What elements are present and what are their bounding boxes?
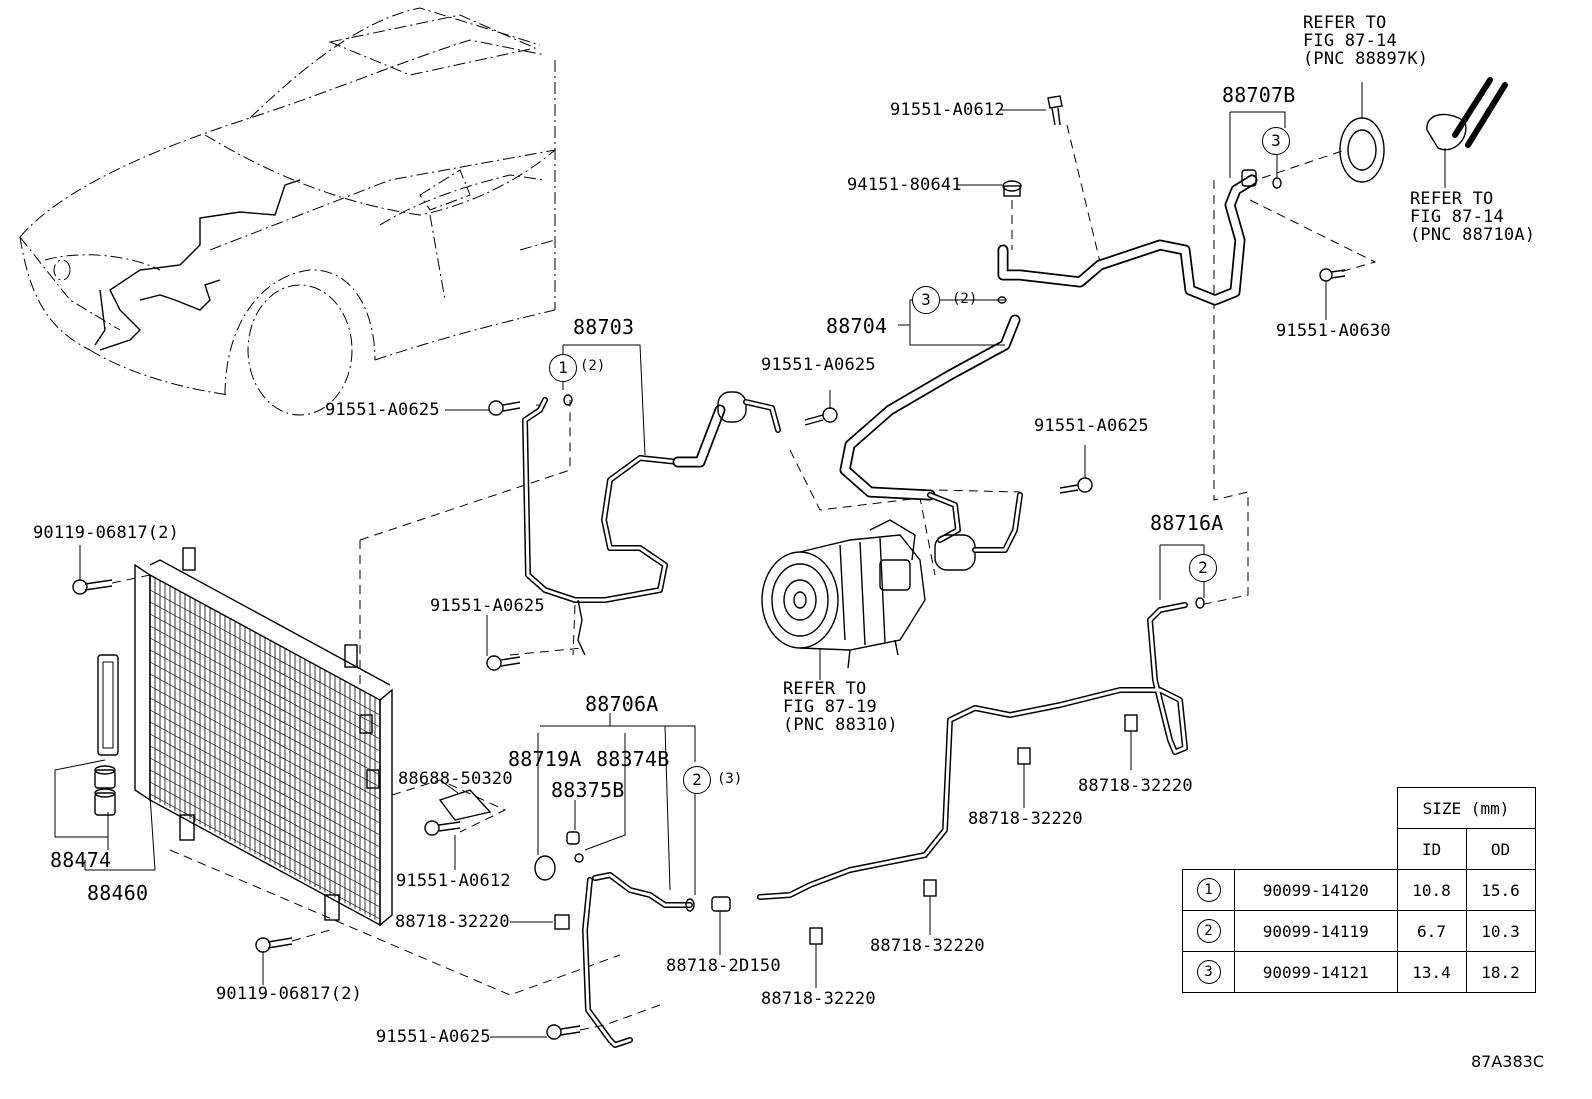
condenser-tube [149, 601, 381, 728]
bolt-90119-bottom: 90119-06817(2) [216, 984, 363, 1004]
bolt-a0625-right: 91551-A0625 [1034, 416, 1149, 436]
condenser-tube [149, 757, 381, 884]
refer-line: FIG 87-14 [1410, 207, 1504, 227]
oring-size-table: SIZE (mm) ID OD 1 90099-14120 10.8 15.6 … [1182, 787, 1536, 993]
oring-qty: (2) [580, 358, 606, 374]
clip-88718-32220: 88718-32220 [761, 989, 876, 1009]
table-row: 2 90099-14119 6.7 10.3 [1182, 910, 1536, 952]
part-88375b: 88375B [551, 778, 625, 802]
hoses [522, 77, 1508, 1048]
col-id-header: ID [1396, 828, 1467, 870]
condenser-tube [149, 733, 381, 860]
refer-line: REFER TO [1303, 13, 1387, 33]
ref-circle: 3 [1196, 960, 1221, 984]
bolt-a0625-mid: 91551-A0625 [761, 355, 876, 375]
id-cell: 10.8 [1396, 869, 1467, 911]
refer-88310: REFER TO FIG 87-19 (PNC 88310) [783, 680, 898, 734]
diagram-id: 87A383C [1470, 1052, 1544, 1071]
bolt-a0612-top: 91551-A0612 [890, 100, 1005, 120]
condenser-tube [149, 685, 381, 812]
ref-circle: 2 [1196, 919, 1221, 943]
refer-line: (PNC 88710A) [1410, 225, 1536, 245]
part-88707b: 88707B [1222, 83, 1296, 107]
part-88374b: 88374B [596, 747, 670, 771]
oring-ref-2: 2 [1189, 554, 1217, 582]
condenser-tube [149, 697, 381, 824]
part-88716a: 88716A [1150, 511, 1224, 535]
id-cell: 13.4 [1396, 951, 1467, 993]
refer-88897k: REFER TO FIG 87-14 (PNC 88897K) [1303, 14, 1428, 68]
refer-line: REFER TO [783, 679, 867, 699]
part-88706a: 88706A [585, 692, 659, 716]
condenser-tube [149, 769, 381, 896]
vehicle-outline [19, 7, 556, 416]
part-88719a: 88719A [508, 747, 582, 771]
clip-88718-32220: 88718-32220 [968, 809, 1083, 829]
part-88703: 88703 [573, 315, 635, 339]
bolt-a0612-low: 91551-A0612 [396, 871, 511, 891]
col-od-header: OD [1465, 828, 1536, 870]
refer-line: REFER TO [1410, 189, 1494, 209]
table-row: 3 90099-14121 13.4 18.2 [1182, 951, 1536, 993]
part-88688-50320: 88688-50320 [398, 769, 513, 789]
condenser-tube [149, 709, 381, 836]
part-number-cell: 90099-14120 [1234, 869, 1398, 911]
condenser-tube [149, 649, 381, 776]
bolt-a0630: 91551-A0630 [1276, 321, 1391, 341]
part-number-cell: 90099-14119 [1234, 910, 1398, 952]
oring-ref-1: 1 [549, 354, 577, 382]
condenser-tube [149, 745, 381, 872]
guide-dashes [169, 124, 1377, 996]
refer-line: FIG 87-19 [783, 697, 877, 717]
oring-qty: (2) [952, 291, 978, 307]
condenser-tube [149, 637, 381, 764]
condenser-tube [149, 625, 381, 752]
bolt-90119-top: 90119-06817(2) [33, 523, 180, 543]
refer-88710a: REFER TO FIG 87-14 (PNC 88710A) [1410, 190, 1535, 244]
part-88474: 88474 [50, 848, 112, 872]
id-cell: 6.7 [1396, 910, 1467, 952]
condenser-tube [149, 589, 381, 716]
bolt-a0625-bottom: 91551-A0625 [376, 1027, 491, 1047]
condenser-tube [149, 613, 381, 740]
table-row: 1 90099-14120 10.8 15.6 [1182, 869, 1536, 911]
bolt-a0625-left: 91551-A0625 [325, 400, 440, 420]
size-header: SIZE (mm) [1396, 787, 1536, 829]
oring-ref-3: 3 [912, 286, 940, 314]
bolt-a0625-lower: 91551-A0625 [430, 596, 545, 616]
condenser-tube [149, 661, 381, 788]
od-cell: 15.6 [1465, 869, 1536, 911]
clip-88718-32220: 88718-32220 [870, 936, 985, 956]
od-cell: 18.2 [1465, 951, 1536, 993]
part-88460: 88460 [87, 881, 149, 905]
bolt-94151-80641: 94151-80641 [847, 175, 962, 195]
bolts [424, 82, 1446, 1040]
part-number-cell: 90099-14121 [1234, 951, 1398, 993]
condenser-tube [149, 673, 381, 800]
od-cell: 10.3 [1465, 910, 1536, 952]
refer-line: (PNC 88310) [783, 715, 898, 735]
clip-88718-32220: 88718-32220 [1078, 776, 1193, 796]
clip-88718-32220: 88718-32220 [395, 912, 510, 932]
condenser-tube [149, 721, 381, 848]
part-88718-2d150: 88718-2D150 [666, 956, 781, 976]
oring-qty: (3) [717, 771, 743, 787]
refer-line: FIG 87-14 [1303, 31, 1397, 51]
condenser [54, 547, 393, 927]
compressor [761, 519, 926, 680]
ref-circle: 1 [1196, 878, 1221, 902]
bolt-90119 [72, 545, 331, 985]
condenser-tube [149, 781, 381, 908]
part-88704: 88704 [826, 314, 888, 338]
refer-line: (PNC 88897K) [1303, 49, 1429, 69]
oring-ref-2: 2 [683, 766, 711, 794]
oring-ref-3: 3 [1262, 127, 1290, 155]
